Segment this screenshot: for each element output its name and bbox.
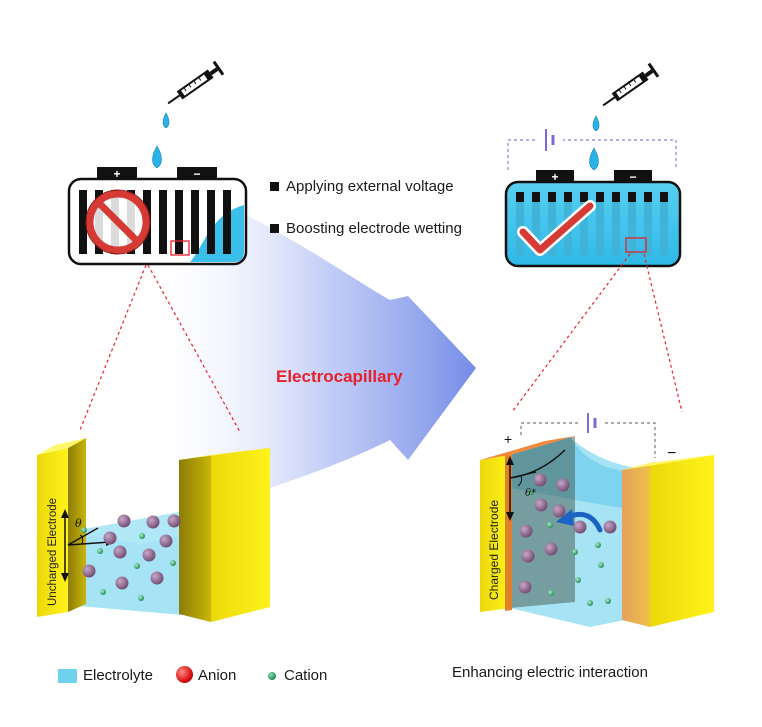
battery-charged: + −	[504, 170, 682, 268]
droplet-icon	[152, 145, 162, 169]
legend-electrolyte: Electrolyte	[83, 667, 154, 684]
droplet-icon	[162, 112, 170, 129]
battery-left-plus: +	[113, 167, 120, 181]
ions-right	[518, 473, 617, 606]
uncharged-electrode-cell	[37, 438, 270, 622]
syringe-left-icon	[167, 60, 225, 105]
electrolyte-swatch	[58, 669, 77, 683]
droplet-icon	[592, 115, 600, 132]
zoom-line	[511, 253, 631, 413]
theta-right-label: θ*	[525, 488, 536, 499]
battery-right-plus: +	[551, 170, 558, 184]
legend-anion: Anion	[198, 667, 237, 684]
caption-enhancing-interaction: Enhancing electric interaction	[452, 664, 648, 681]
bullet-marker	[270, 224, 279, 233]
anion-swatch	[176, 666, 193, 683]
right-electrode-label: Charged Electrode	[487, 500, 501, 600]
droplet-icon	[589, 147, 599, 171]
bullet-applying-voltage: Applying external voltage	[286, 178, 454, 195]
power-source-icon	[545, 129, 555, 151]
ions-left	[81, 514, 181, 601]
electrocapillary-label: Electrocapillary	[276, 367, 403, 386]
left-electrode-label: Uncharged Electrode	[47, 498, 59, 606]
zoom-line	[79, 264, 147, 431]
theta-left-label: θ	[75, 517, 82, 530]
circuit-wire	[507, 139, 677, 170]
legend-cation: Cation	[284, 667, 328, 684]
prohibited-icon	[85, 189, 151, 255]
zoom-line	[147, 264, 241, 433]
bullet-boosting-wetting: Boosting electrode wetting	[286, 220, 462, 237]
syringe-right-icon	[602, 62, 660, 107]
battery-right-minus: −	[629, 170, 636, 184]
plus-label: +	[504, 431, 512, 447]
cation-swatch	[268, 672, 276, 680]
charged-electrode-cell	[480, 413, 714, 627]
minus-label: −	[667, 445, 676, 462]
bullet-marker	[270, 182, 279, 191]
battery-left-minus: −	[193, 167, 200, 181]
checkmark-icon	[517, 200, 596, 256]
zoom-line	[643, 253, 683, 413]
